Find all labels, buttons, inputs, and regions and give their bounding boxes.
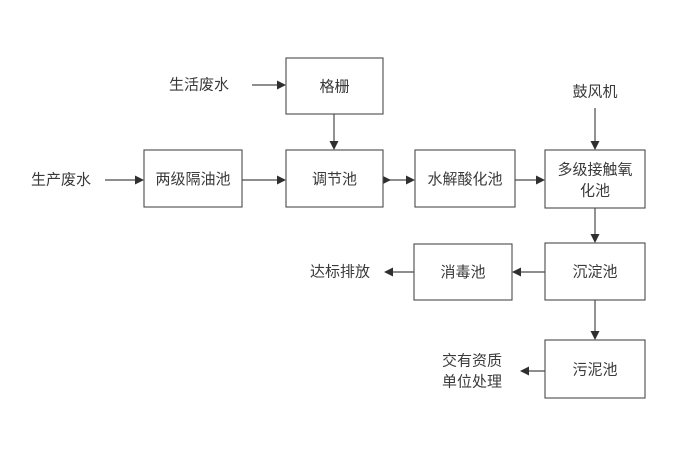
edge-grate-to-regulate <box>329 114 339 150</box>
label-compliant-discharge: 达标排放 <box>310 263 370 281</box>
node-sludge-tank-label: 污泥池 <box>572 361 617 379</box>
node-contact-oxidation-label-line2: 化池 <box>580 182 610 200</box>
edge-regulate-to-hydrolysis <box>382 175 415 185</box>
node-disinfection-tank[interactable]: 消毒池 <box>413 243 513 301</box>
edge-sludge-to-qualified <box>520 366 545 376</box>
node-hydrolysis-acidification-label: 水解酸化池 <box>427 170 502 188</box>
node-oil-separation[interactable]: 两级隔油池 <box>143 149 243 208</box>
node-grate-label: 格栅 <box>319 78 349 96</box>
node-regulating-tank-label: 调节池 <box>312 170 357 188</box>
edge-domestic-to-grate <box>252 80 286 90</box>
label-qualified-unit-line2: 单位处理 <box>442 373 502 391</box>
node-disinfection-tank-label: 消毒池 <box>440 263 485 281</box>
edge-blower-to-oxidation <box>590 108 600 150</box>
label-blower: 鼓风机 <box>572 83 617 101</box>
node-contact-oxidation[interactable]: 多级接触氧 化池 <box>544 149 646 209</box>
node-regulating-tank[interactable]: 调节池 <box>285 149 384 208</box>
node-contact-oxidation-label-line1: 多级接触氧 <box>557 161 632 179</box>
label-domestic-wastewater: 生活废水 <box>169 76 229 94</box>
edge-production-to-oil <box>105 175 144 185</box>
node-sedimentation-tank[interactable]: 沉淀池 <box>544 242 646 301</box>
node-oil-separation-label: 两级隔油池 <box>155 170 230 188</box>
label-production-wastewater: 生产废水 <box>31 171 91 189</box>
label-qualified-unit-line1: 交有资质 <box>442 352 502 370</box>
edge-sediment-to-disinfect <box>512 267 545 277</box>
node-sludge-tank[interactable]: 污泥池 <box>544 339 646 399</box>
edge-oil-to-regulate <box>242 175 286 185</box>
edge-sediment-to-sludge <box>590 300 600 340</box>
edge-oxidation-to-sediment <box>590 208 600 243</box>
edge-disinfect-to-discharge <box>384 267 414 277</box>
node-grate[interactable]: 格栅 <box>285 57 384 115</box>
edge-hydrolysis-to-oxidation <box>515 175 545 185</box>
node-sedimentation-tank-label: 沉淀池 <box>572 263 617 281</box>
node-hydrolysis-acidification[interactable]: 水解酸化池 <box>414 149 516 208</box>
